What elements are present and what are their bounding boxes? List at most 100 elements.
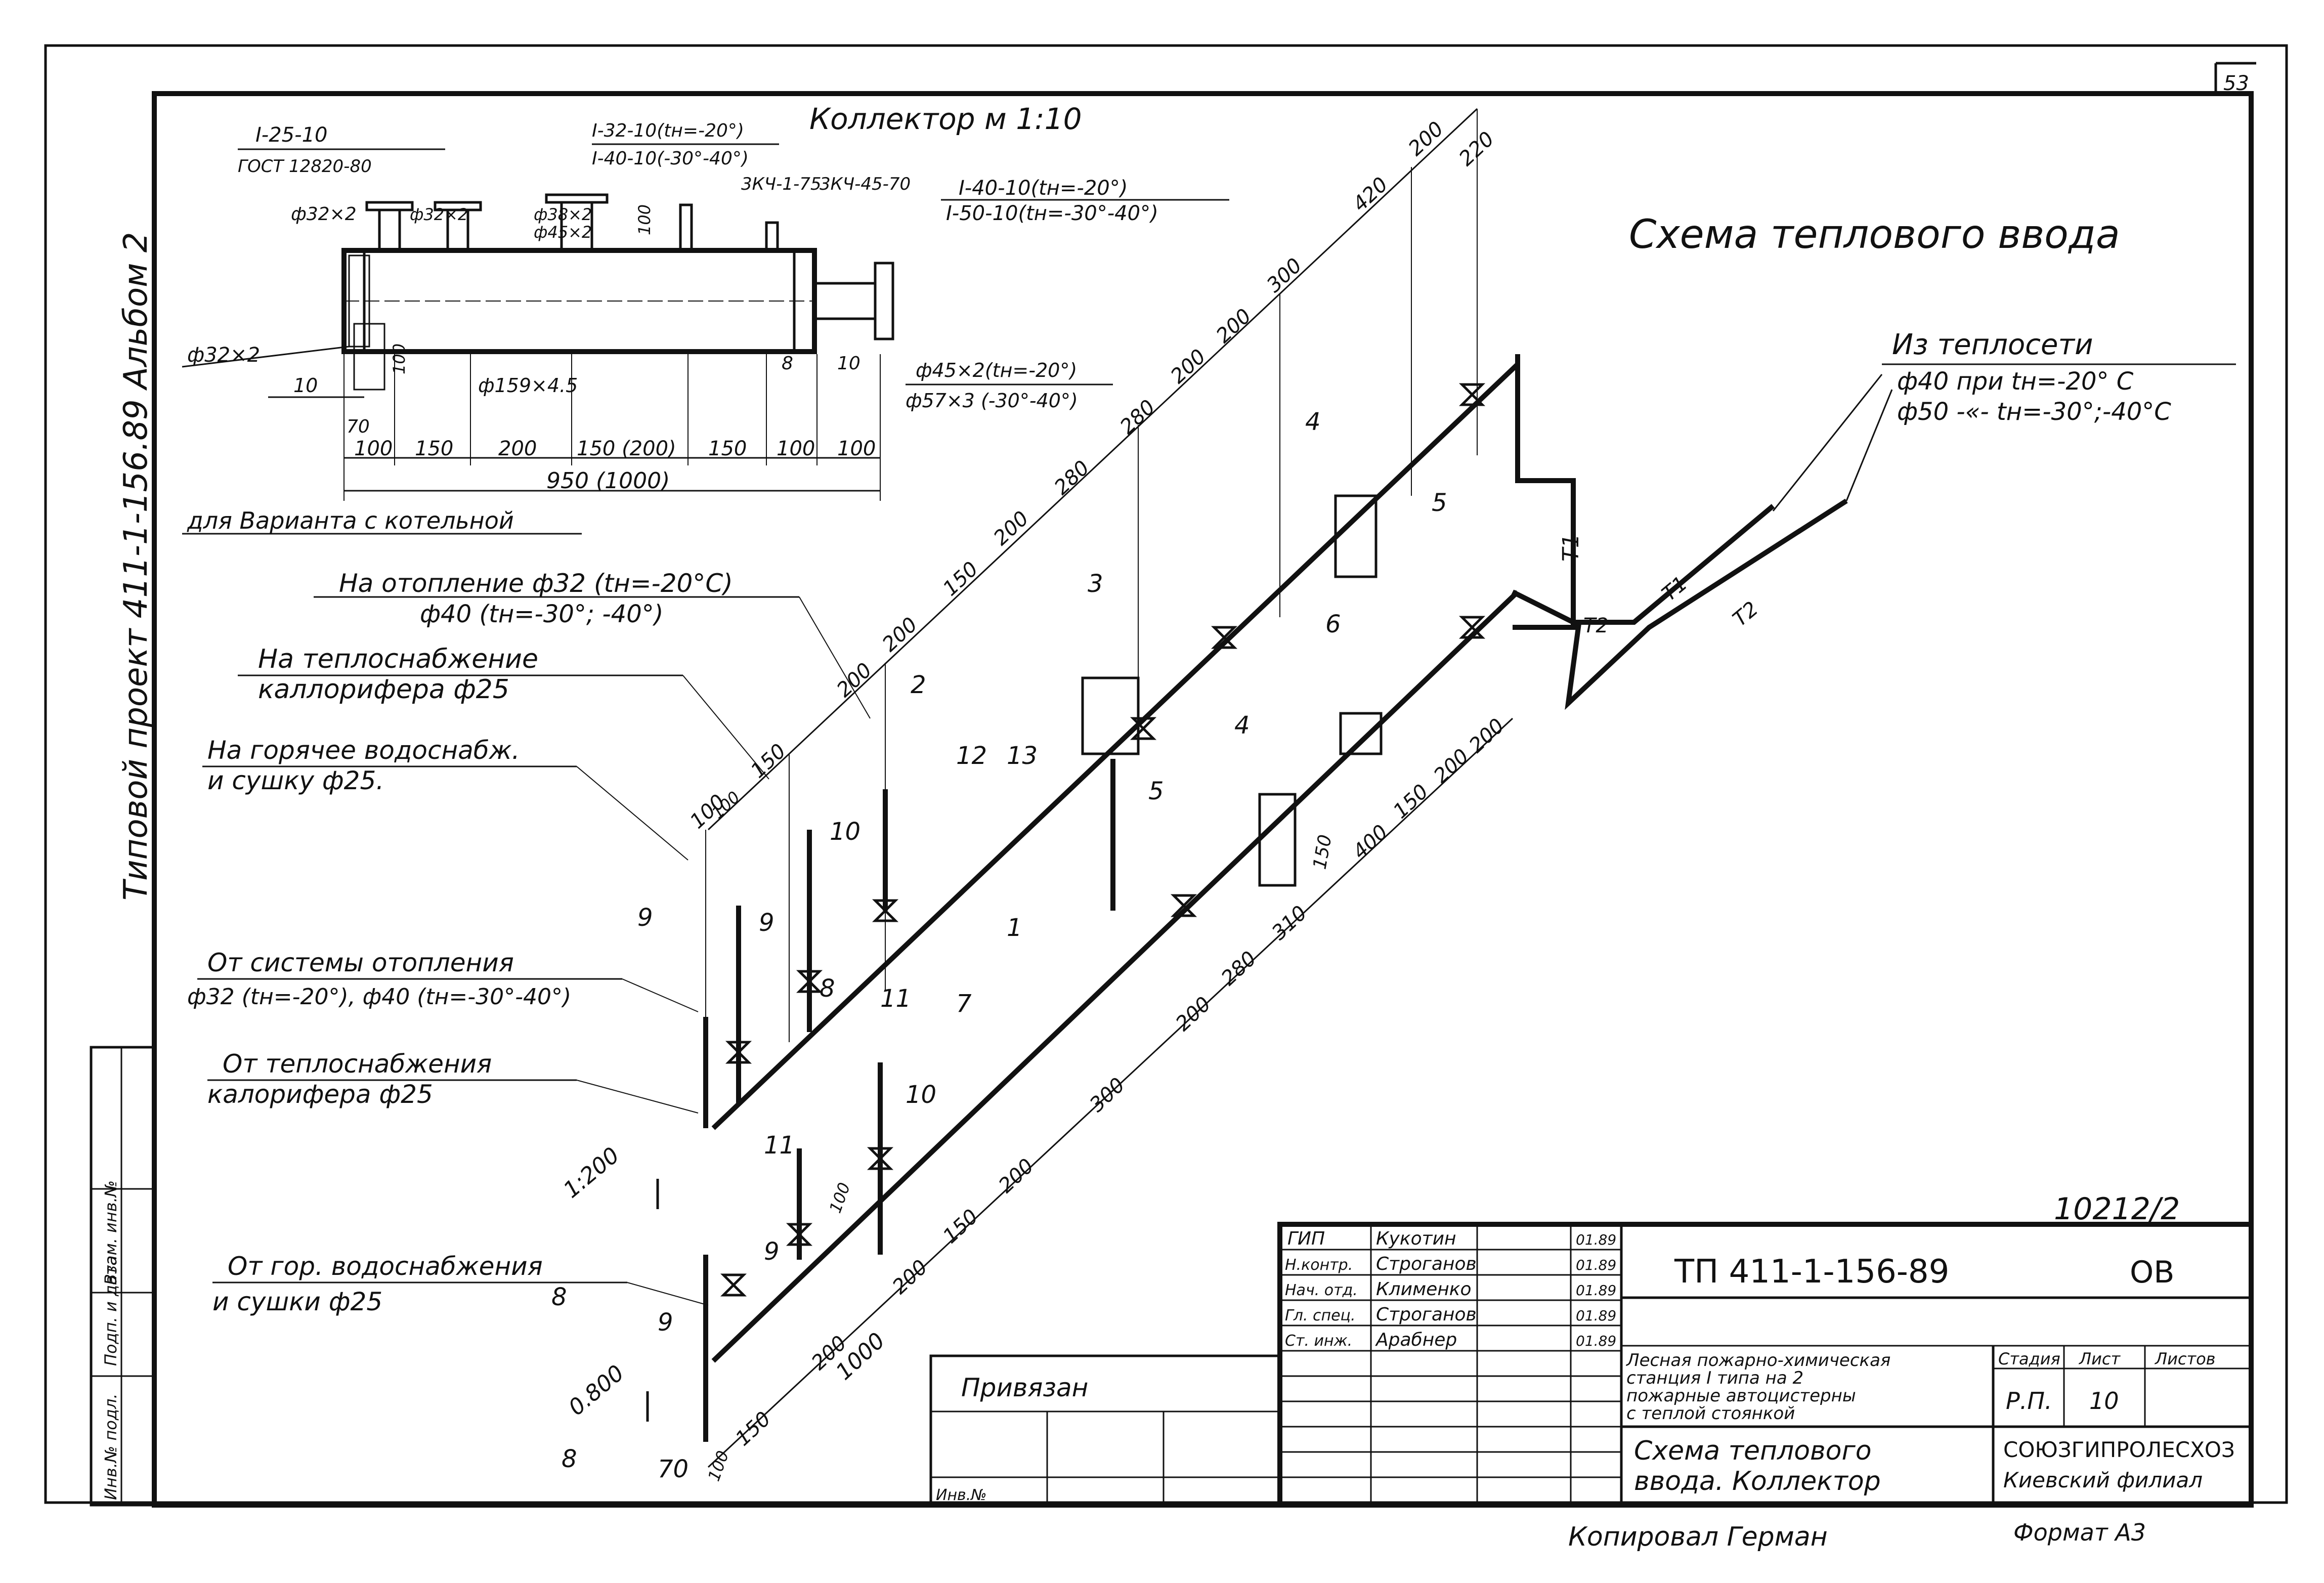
svg-text:Инв.№ подл.: Инв.№ подл.	[101, 1393, 120, 1500]
svg-text:5: 5	[1432, 489, 1447, 517]
svg-text:10: 10	[830, 818, 860, 846]
item-numbers: 1 2 3 4 4 5 5 6 7 8 8 8 9 9 9 9 10 10 11…	[551, 408, 1447, 1484]
svg-text:10: 10	[837, 353, 860, 374]
svg-text:10: 10	[293, 374, 318, 397]
org-2: Киевский филиал	[2003, 1468, 2203, 1492]
svg-text:Листов: Листов	[2155, 1349, 2216, 1368]
svg-text:9: 9	[764, 1237, 780, 1266]
isometric-pipes	[646, 108, 1520, 1468]
svg-text:На горячее водоснабж.: На горячее водоснабж.	[207, 736, 520, 765]
side-label: Типовой проект 411-1-156.89 Альбом 2	[117, 232, 155, 901]
drawing-title-1: Схема теплового	[1634, 1436, 1872, 1466]
svg-text:200: 200	[989, 507, 1033, 550]
svg-text:и сушку ф25.: и сушку ф25.	[207, 766, 384, 795]
svg-text:ф32×2: ф32×2	[410, 205, 468, 224]
svg-text:150: 150	[731, 1407, 775, 1451]
doc-code: ТП 411-1-156-89	[1674, 1253, 1949, 1291]
svg-text:01.89: 01.89	[1576, 1333, 1616, 1349]
collector-title: Коллектор м 1:10	[809, 102, 1082, 136]
svg-text:I-32-10(tн=-20°): I-32-10(tн=-20°)	[592, 120, 744, 141]
svg-text:200: 200	[1429, 745, 1473, 788]
svg-text:8: 8	[782, 353, 793, 374]
svg-text:01.89: 01.89	[1576, 1307, 1616, 1324]
svg-text:4: 4	[1234, 711, 1250, 740]
svg-text:ф32×2: ф32×2	[187, 344, 260, 367]
svg-text:12: 12	[956, 742, 987, 770]
svg-text:100: 100	[837, 437, 876, 460]
left-stamp-box: Инв.№ подл. Подп. и дата Взам. инв.№	[90, 1046, 156, 1507]
svg-text:280: 280	[1115, 396, 1159, 439]
svg-text:От системы отопления: От системы отопления	[207, 948, 514, 977]
svg-text:150: 150	[1309, 833, 1336, 871]
equipment-4-lower	[1258, 793, 1297, 887]
svg-text:220: 220	[1454, 127, 1498, 171]
sheet-number: 53	[2223, 72, 2249, 95]
equipment-3	[1081, 676, 1140, 755]
svg-text:Кукотин: Кукотин	[1376, 1228, 1456, 1249]
svg-text:100: 100	[777, 437, 815, 460]
svg-text:310: 310	[1267, 902, 1311, 945]
svg-text:Строганов: Строганов	[1376, 1304, 1477, 1325]
svg-text:200: 200	[1166, 345, 1210, 389]
svg-text:200: 200	[498, 437, 537, 460]
svg-text:100: 100	[390, 344, 409, 374]
svg-text:150: 150	[1389, 780, 1433, 824]
svg-text:Ст. инж.: Ст. инж.	[1285, 1332, 1352, 1350]
t1-label: T1	[1558, 534, 1584, 562]
svg-text:ф40 (tн=-30°; -40°): ф40 (tн=-30°; -40°)	[420, 600, 663, 628]
svg-text:ф38×2: ф38×2	[534, 205, 592, 224]
collector-detail: Коллектор м 1:10 100 150 200	[182, 102, 1229, 535]
svg-text:станция I типа на 2: станция I типа на 2	[1626, 1368, 1803, 1388]
supply-main	[711, 362, 1520, 1130]
svg-text:150: 150	[938, 1205, 982, 1249]
svg-text:3КЧ-1-75: 3КЧ-1-75	[741, 174, 822, 194]
svg-text:200: 200	[1212, 305, 1256, 348]
svg-text:150 (200): 150 (200)	[577, 437, 676, 460]
title-block: Привязан Инв.№ ГИП Кукотин 01.89 Н.контр…	[929, 1191, 2254, 1508]
sheet-format: Формат А3	[2013, 1519, 2146, 1546]
svg-text:От теплоснабжения: От теплоснабжения	[223, 1049, 492, 1079]
equipment-4-upper	[1334, 494, 1378, 578]
svg-text:каллорифера ф25: каллорифера ф25	[258, 674, 509, 705]
svg-text:150: 150	[415, 437, 453, 460]
svg-text:150: 150	[938, 558, 982, 601]
branch-labels: На отопление ф32 (tн=-20°С) ф40 (tн=-30°…	[187, 569, 871, 1316]
bound-box	[929, 1354, 1281, 1507]
svg-text:I-40-10(tн=-20°): I-40-10(tн=-20°)	[959, 177, 1128, 200]
svg-text:01.89: 01.89	[1576, 1257, 1616, 1273]
svg-text:150: 150	[708, 437, 747, 460]
svg-text:7: 7	[956, 990, 972, 1018]
archive-number: 10212/2	[2054, 1191, 2180, 1227]
svg-text:9: 9	[658, 1308, 673, 1337]
svg-text:с теплой стоянкой: с теплой стоянкой	[1626, 1403, 1795, 1424]
lower-dim-line	[707, 717, 1514, 1468]
svg-text:200: 200	[994, 1154, 1038, 1198]
svg-text:Гл. спец.: Гл. спец.	[1285, 1307, 1355, 1324]
svg-text:100: 100	[704, 1448, 733, 1483]
svg-text:T2: T2	[1729, 597, 1763, 631]
svg-text:калорифера ф25: калорифера ф25	[207, 1080, 433, 1109]
svg-text:280: 280	[1050, 456, 1094, 500]
svg-text:ф40 при tн=-20° С: ф40 при tн=-20° С	[1897, 367, 2134, 396]
svg-text:280: 280	[1217, 947, 1261, 991]
slope-2: 0.800	[564, 1360, 629, 1421]
svg-text:I-50-10(tн=-30°-40°): I-50-10(tн=-30°-40°)	[946, 202, 1158, 225]
svg-text:150: 150	[746, 740, 790, 783]
svg-text:1: 1	[1007, 914, 1022, 942]
svg-text:10: 10	[906, 1081, 936, 1109]
svg-text:ф159×4.5: ф159×4.5	[478, 374, 578, 397]
svg-text:I-25-10: I-25-10	[255, 123, 327, 147]
svg-text:Стадия: Стадия	[1998, 1349, 2060, 1368]
svg-text:5: 5	[1148, 777, 1164, 805]
svg-text:100: 100	[635, 204, 654, 235]
bound-label: Привязан	[961, 1373, 1088, 1402]
svg-text:Арабнер: Арабнер	[1375, 1330, 1457, 1350]
svg-text:Лист: Лист	[2079, 1349, 2121, 1368]
svg-text:пожарные автоцистерны: пожарные автоцистерны	[1626, 1386, 1856, 1406]
svg-text:10: 10	[2089, 1387, 2119, 1415]
svg-text:8: 8	[551, 1283, 567, 1311]
svg-text:9: 9	[759, 909, 774, 937]
drawing-title-2: ввода. Коллектор	[1634, 1466, 1881, 1496]
svg-text:Лесная пожарно-химическая: Лесная пожарно-химическая	[1625, 1350, 1890, 1371]
svg-text:ф45×2: ф45×2	[534, 223, 592, 242]
